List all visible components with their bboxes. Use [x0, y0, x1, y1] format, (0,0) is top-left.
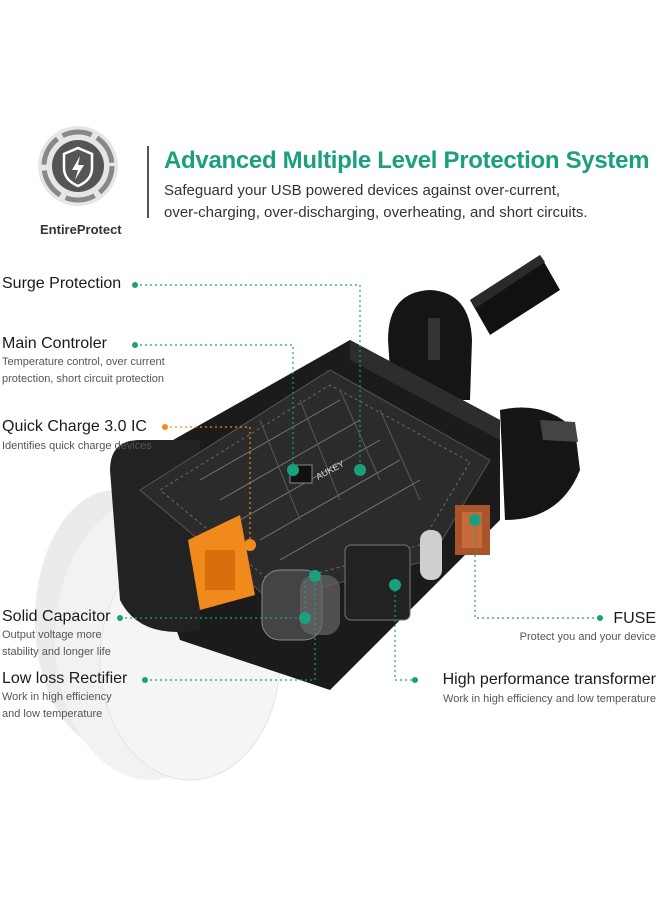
main-controller-desc: Temperature control, over current protec… — [2, 354, 165, 388]
quick-charge-label: Quick Charge 3.0 IC — [2, 418, 147, 435]
surge-protection-label: Surge Protection — [2, 275, 122, 292]
fuse — [455, 505, 490, 555]
subtitle-line-1: Safeguard your USB powered devices again… — [164, 182, 561, 199]
usb-port — [188, 515, 255, 610]
rectifier-desc: Work in high efficiency and low temperat… — [2, 689, 112, 723]
main-controller-desc-1: Temperature control, over current — [2, 356, 165, 368]
solid-capacitor-desc-2: stability and longer life — [2, 646, 111, 658]
rectifier-desc-2: and low temperature — [2, 708, 103, 720]
main-controller-desc-2: protection, short circuit protection — [2, 373, 165, 385]
quick-charge-desc: Identifies quick charge devices — [2, 440, 152, 452]
fuse-label: FUSE — [613, 610, 656, 627]
solid-capacitor-desc-1: Output voltage more — [2, 629, 102, 641]
solid-capacitor-desc: Output voltage more stability and longer… — [2, 627, 111, 661]
badge-label: EntireProtect — [40, 222, 122, 237]
solid-capacitor-label: Solid Capacitor — [2, 608, 111, 625]
transformer — [344, 530, 442, 621]
transformer-label: High performance transformer — [442, 671, 656, 688]
rectifier-label: Low loss Rectifier — [2, 670, 128, 687]
capacitors — [261, 569, 340, 641]
header-divider — [147, 146, 149, 218]
transformer-desc: Work in high efficiency and low temperat… — [443, 693, 656, 705]
main-controller-label: Main Controler — [2, 335, 107, 352]
callout-dots — [117, 282, 603, 683]
page-title: Advanced Multiple Level Protection Syste… — [164, 147, 650, 174]
page-subtitle: Safeguard your USB powered devices again… — [164, 180, 644, 224]
fuse-desc: Protect you and your device — [519, 631, 656, 643]
entireprotect-badge — [38, 126, 118, 206]
subtitle-line-2: over-charging, over-discharging, overhea… — [164, 204, 588, 221]
rectifier-desc-1: Work in high efficiency — [2, 691, 112, 703]
